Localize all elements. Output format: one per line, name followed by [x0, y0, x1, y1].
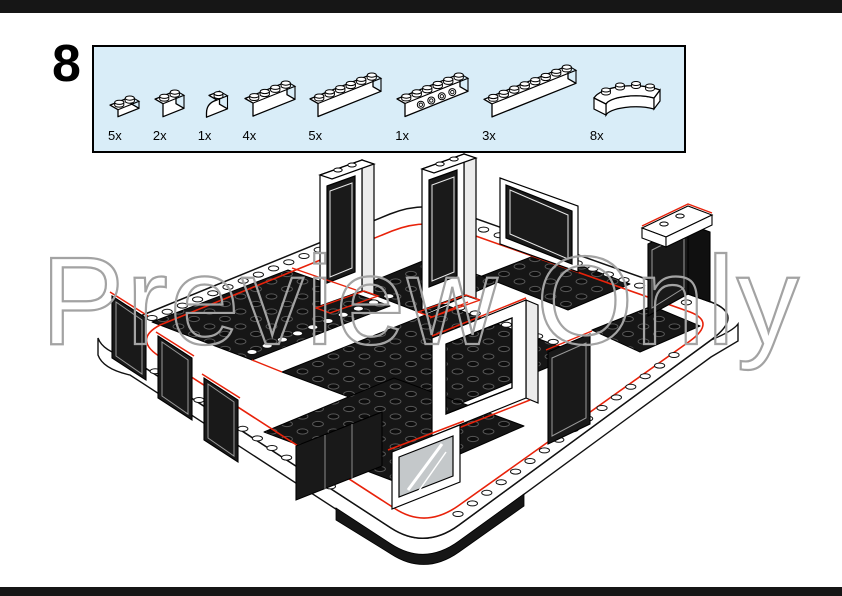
red-highlight-lines: [251, 267, 469, 373]
step-number: 8: [52, 35, 81, 93]
panel-inner-frame: [161, 341, 189, 415]
red-top-line: [545, 330, 593, 351]
part-quantity-label: 2x: [152, 128, 167, 143]
red-base-outline: [415, 294, 483, 318]
plate-1x2-icon: [108, 94, 142, 125]
window-panels-left: [109, 291, 241, 464]
panel-inner-frame: [115, 301, 143, 375]
stud: [333, 167, 343, 173]
red-top-line: [431, 297, 527, 337]
red-wall-line: [429, 301, 469, 319]
part-item-curved-slope: 1x: [198, 87, 232, 143]
red-top-line: [387, 420, 465, 451]
red-top-line: [201, 373, 241, 399]
stud: [435, 161, 445, 167]
part-quantity-label: 1x: [197, 128, 212, 143]
brick-1x4-icon: [243, 79, 298, 125]
brick-1x6-side-studs-icon: [395, 71, 471, 125]
part-item-brick-1x8: 3x: [482, 63, 579, 143]
corner-cap-side: [665, 214, 713, 248]
part-item-brick-1x6: 5x: [308, 71, 384, 143]
part-item-brick-1x2: 2x: [153, 88, 187, 143]
stud: [659, 221, 669, 227]
door-pane-dark: [326, 175, 356, 284]
red-top-line: [155, 331, 195, 357]
door-pane-inner-frame: [431, 176, 455, 282]
macaroni-brick-icon: [590, 62, 668, 125]
door-pane-inner-frame: [329, 182, 353, 278]
bottom-border-bar: [0, 587, 842, 596]
window-back-right: [499, 177, 579, 273]
window-pane-dark: [505, 184, 573, 265]
part-item-brick-1x6-side-studs: 1x: [395, 71, 471, 143]
part-quantity-label: 4x: [242, 128, 257, 143]
brick-1x6-icon: [308, 71, 384, 125]
stud-field-right: [591, 305, 701, 353]
part-quantity-label: 8x: [589, 128, 604, 143]
panel-inner-frame: [551, 342, 587, 437]
red-cap-outline: [641, 203, 713, 227]
panel-dark-face: [295, 411, 383, 501]
stud: [347, 162, 357, 168]
door-pane-dark: [428, 169, 458, 288]
window-frame-side: [525, 299, 539, 404]
red-wall-line: [291, 267, 357, 291]
front-wall-panels: [295, 411, 383, 501]
door-frame-side: [463, 153, 477, 300]
red-base-outline: [313, 290, 381, 314]
brick-1x2-icon: [153, 88, 187, 125]
part-item-macaroni-brick: 8x: [590, 62, 668, 143]
brick-1x8-icon: [482, 63, 579, 125]
stud: [449, 156, 459, 162]
window-pane-inner-frame: [509, 189, 569, 260]
dark-panel-center-right: [545, 330, 593, 445]
window-opening-edge: [445, 317, 513, 415]
part-quantity-label: 5x: [308, 128, 323, 143]
part-item-plate-1x2: 5x: [108, 94, 142, 143]
stud-field-back-right: [481, 251, 631, 311]
part-quantity-label: 5x: [108, 128, 122, 143]
glass-streak: [406, 443, 444, 491]
part-quantity-label: 3x: [482, 128, 496, 143]
part-quantity-label: 1x: [395, 128, 409, 143]
parts-callout-box: 5x 2x 1x 4x 5x 1x 3x 8x: [92, 45, 686, 153]
red-top-line: [109, 291, 149, 317]
corner-panels-right: [640, 203, 714, 317]
top-border-bar: [0, 0, 842, 13]
stud: [675, 213, 685, 219]
red-wall-line: [251, 359, 283, 373]
panel-divider-lines: [324, 424, 353, 489]
curved-slope-brick-icon: [198, 87, 232, 125]
corner-panel-right-face: [687, 223, 711, 303]
door-frame-back-left: [313, 159, 381, 314]
door-frame-back-right: [415, 153, 483, 318]
front-window: [387, 420, 465, 510]
glass-streak: [417, 451, 447, 493]
door-frame-side: [361, 159, 375, 296]
panel-dark-face: [547, 333, 591, 445]
front-baseplate-edge-dark: [335, 493, 525, 565]
part-item-brick-1x4: 4x: [243, 79, 298, 143]
panel-inner-frame: [207, 383, 235, 457]
